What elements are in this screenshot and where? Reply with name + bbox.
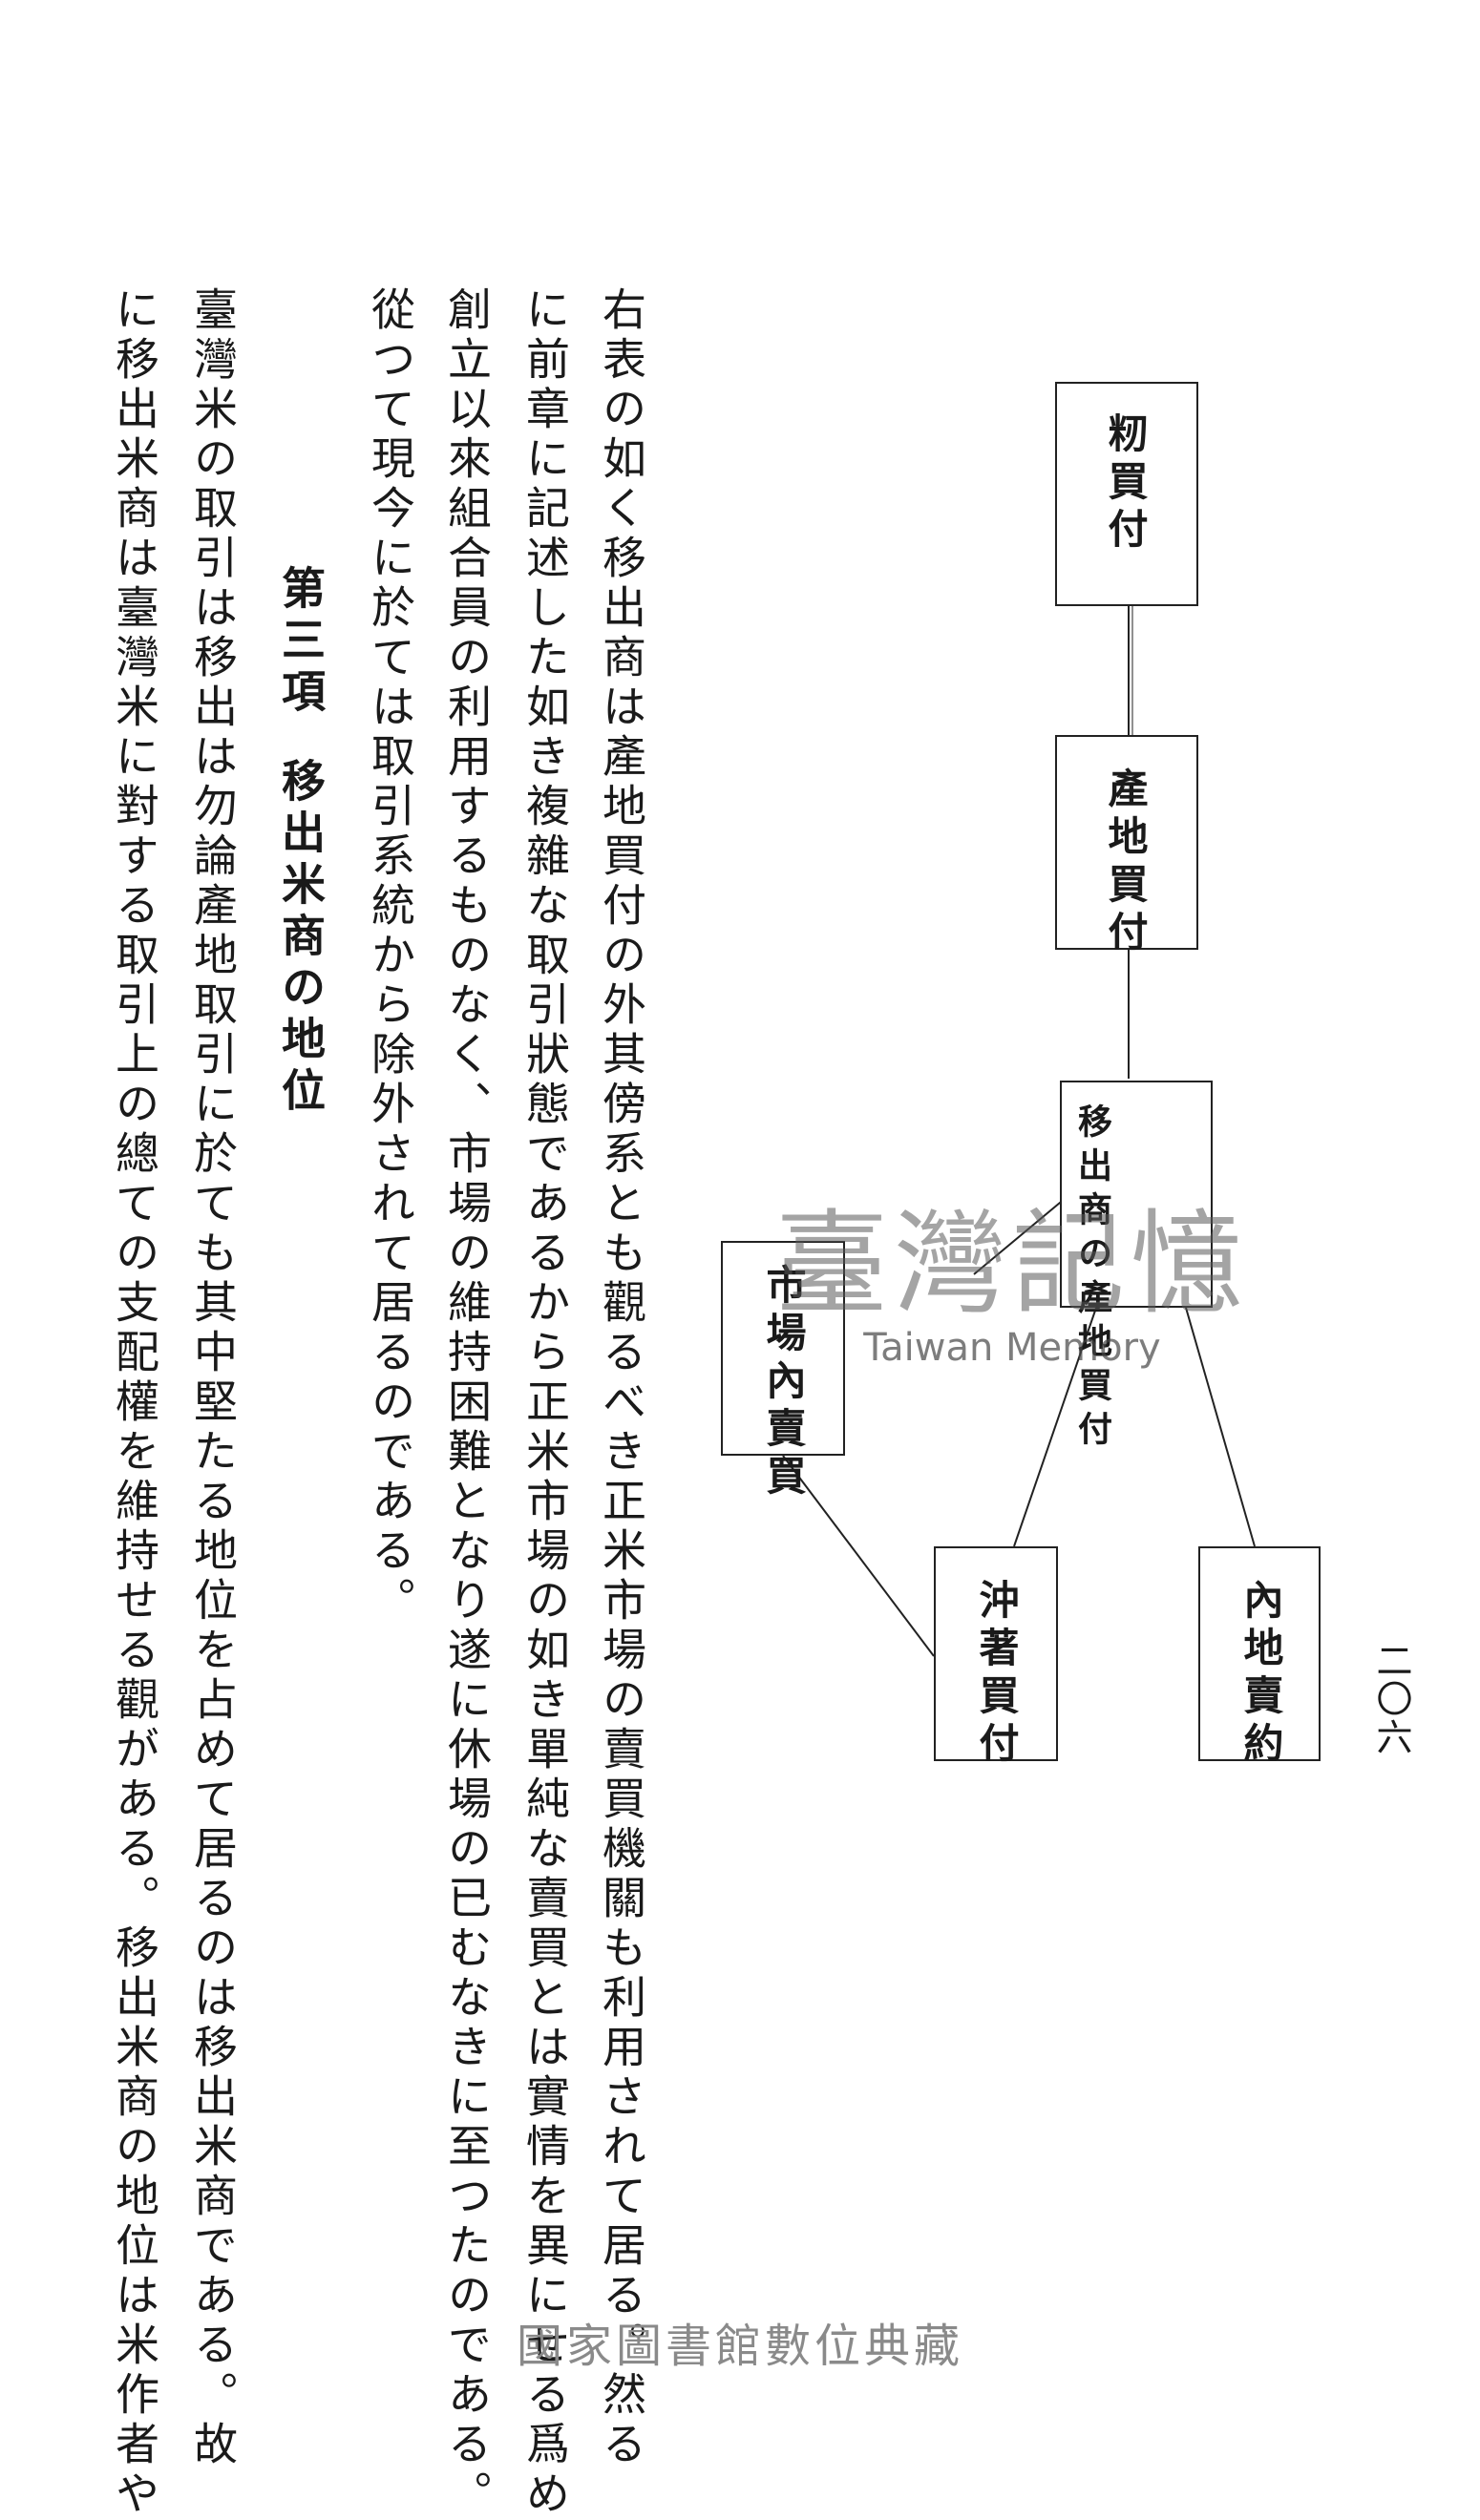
node-paddy-purchase-label: 籾買付 (1102, 412, 1149, 556)
node-domestic-contract: 內地賣約 (1198, 1546, 1321, 1770)
connector-exporter-offshore (1013, 1307, 1097, 1547)
node-origin-purchase: 產地買付 (1055, 735, 1198, 958)
section-heading-title: 移出米商の地位 (275, 758, 327, 1119)
node-domestic-contract-label: 內地賣約 (1237, 1579, 1284, 1770)
text-column-5: 臺灣米の取引は移出は勿論產地取引に於ても其中堅たる地位を占めて居るのは移出米商で… (187, 286, 239, 2470)
connector-exporter-market (973, 1197, 1067, 1275)
node-market-trade-label: 市場內賣買 (760, 1264, 807, 1502)
footer-credit: 國家圖書館數位典藏 (516, 2320, 963, 2373)
text-column-2: に前章に記述した如き複雜な取引狀態であるから正米市場の如き單純な賣買とは實情を異… (519, 286, 571, 2520)
node-offshore-purchase: 沖著買付 (934, 1546, 1058, 1770)
section-heading: 第三項移出米商の地位 (275, 565, 327, 1119)
connector-market-offshore (782, 1455, 935, 1657)
text-column-1: 右表の如く移出商は產地買付の外其傍系とも觀るべき正米市場の賣買機關も利用されて居… (596, 286, 647, 2470)
node-paddy-purchase: 籾買付 (1055, 382, 1198, 606)
text-column-4: 從つて現今に於ては取引系統から除外されて居るのである。 (365, 286, 416, 1627)
diagram-connectors (782, 606, 1256, 1657)
node-market-trade: 市場內賣買 (721, 1241, 845, 1502)
text-column-6: に移出米商は臺灣米に對する取引上の總ての支配權を維持せる觀がある。移出米商の地位… (109, 286, 160, 2520)
node-origin-purchase-label: 產地買付 (1102, 767, 1149, 958)
connector-exporter-domestic (1185, 1307, 1256, 1547)
text-column-3: 創立以來組合員の利用するものなく、市場の維持困難となり遂に休場の已むなきに至つた… (441, 286, 493, 2520)
node-exporter-purchase: 移出商の產地買付 (1060, 1081, 1213, 1455)
section-heading-label: 第三項 (275, 565, 327, 720)
page-number: 二〇六 (1370, 1642, 1412, 1756)
node-exporter-purchase-label: 移出商の產地買付 (1072, 1103, 1112, 1455)
node-offshore-purchase-label: 沖著買付 (973, 1579, 1020, 1770)
